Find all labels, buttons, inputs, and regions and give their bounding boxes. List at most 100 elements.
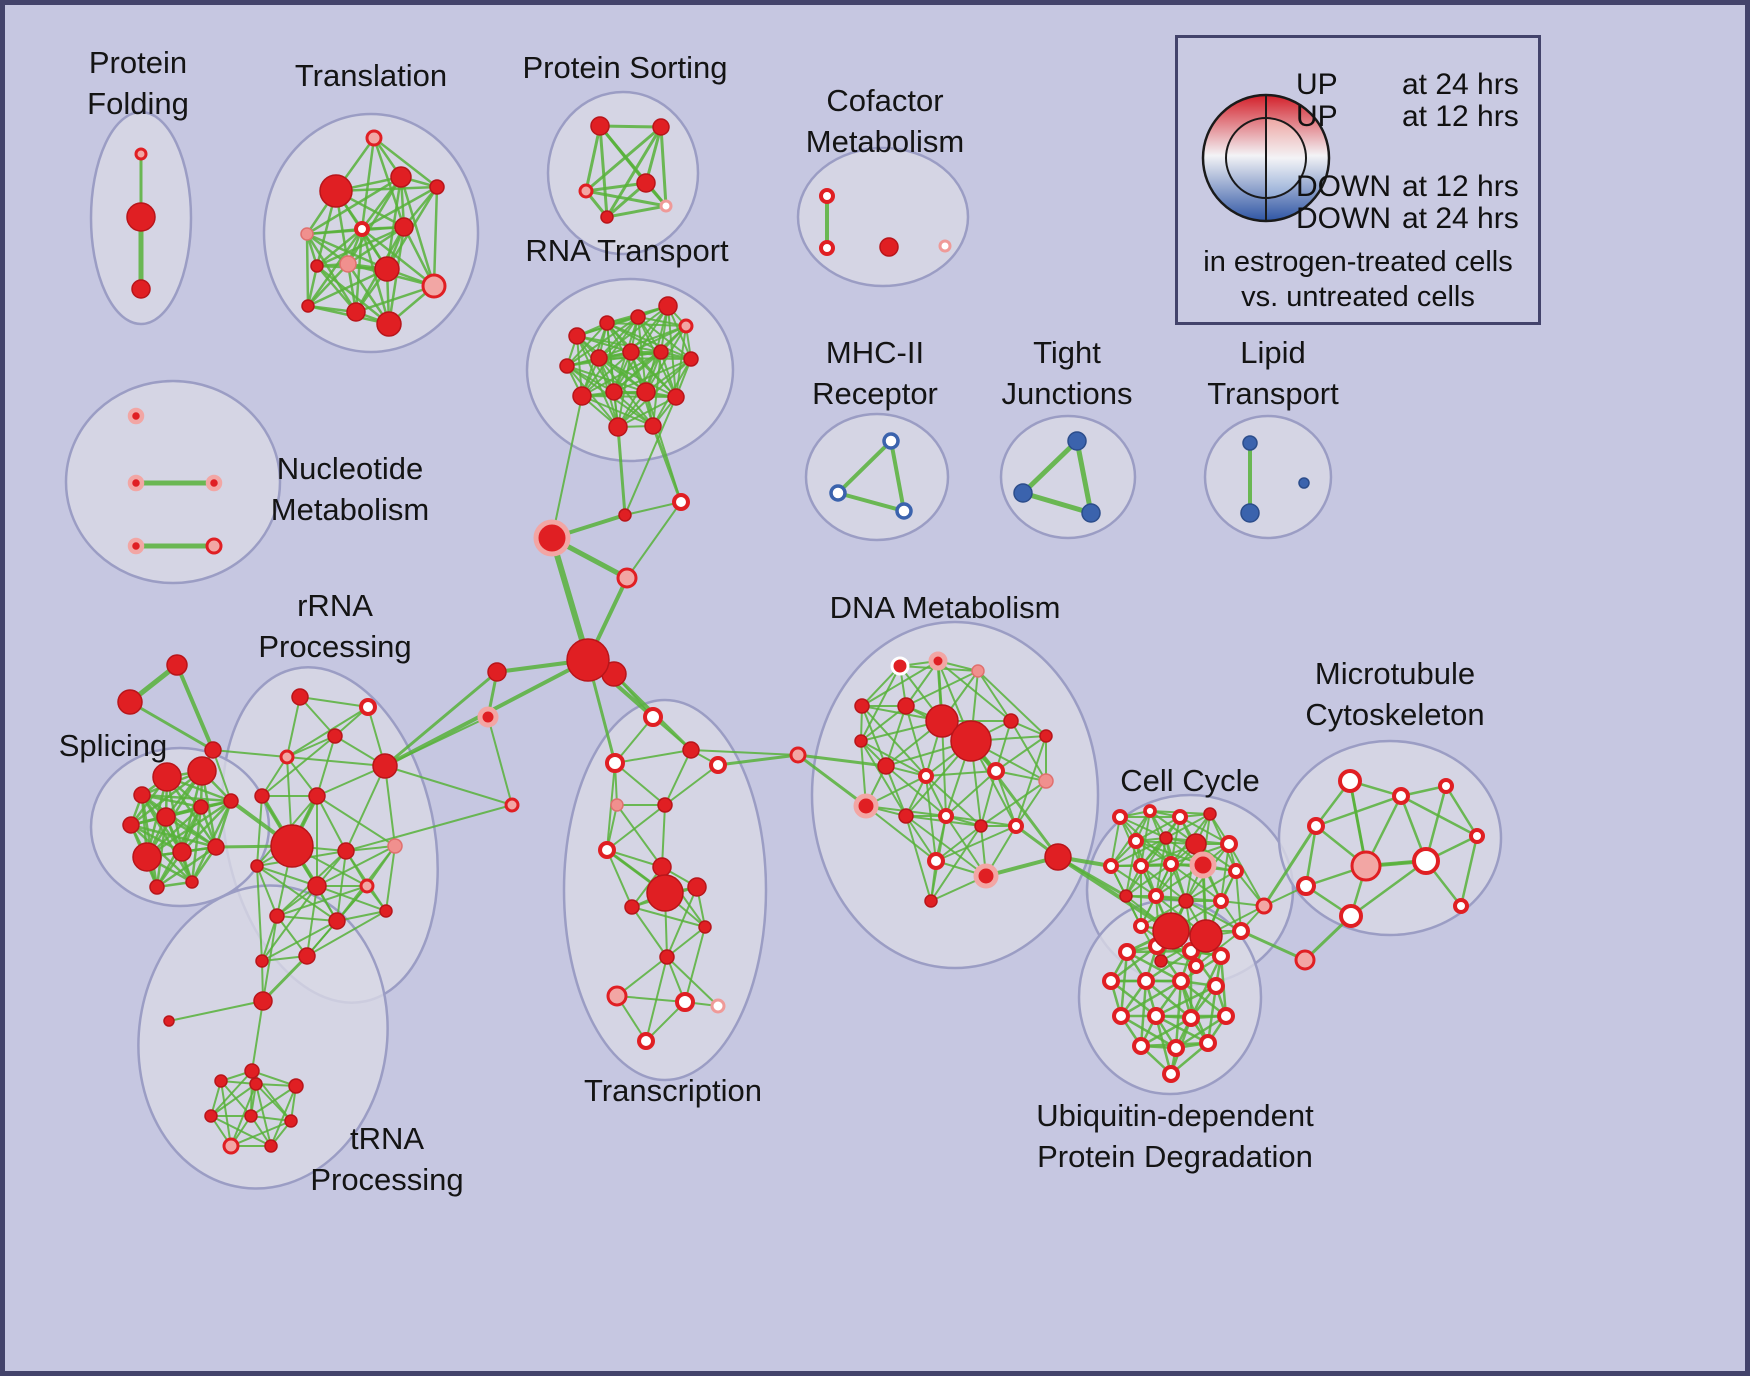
- node-tx4: [709, 756, 727, 774]
- node-tr1: [365, 129, 383, 147]
- network-edge: [345, 804, 513, 852]
- network-edge: [306, 262, 350, 308]
- network-edge: [354, 284, 436, 314]
- network-edge: [684, 926, 706, 1003]
- network-edge: [299, 696, 369, 708]
- node-tn1: [253, 991, 273, 1011]
- node-dm15: [853, 793, 879, 819]
- network-edge: [145, 799, 233, 859]
- legend-entry-up-24: UP at 24 hrs: [1178, 68, 1538, 101]
- node-tx3: [682, 741, 700, 759]
- node-rt1: [568, 327, 586, 345]
- network-edge: [598, 357, 677, 398]
- node-cc9: [1103, 858, 1119, 874]
- cluster-ellipse: [804, 412, 950, 542]
- network-edge: [664, 764, 719, 806]
- network-edge: [1125, 950, 1183, 983]
- network-edge: [155, 845, 218, 889]
- node-nm2: [127, 474, 145, 492]
- node-rr7: [308, 787, 326, 805]
- network-edge: [905, 815, 987, 877]
- node-rt5: [678, 318, 694, 334]
- node-tx17: [637, 1032, 655, 1050]
- network-edge: [631, 906, 706, 928]
- node-dm4: [854, 698, 870, 714]
- cluster-ellipse: [999, 414, 1137, 540]
- node-tj2: [1013, 483, 1033, 503]
- node-sp4: [122, 816, 140, 834]
- network-edge: [581, 395, 677, 398]
- node-dm20: [927, 852, 945, 870]
- network-edge: [220, 1080, 232, 1147]
- network-edge: [1140, 865, 1187, 902]
- network-edge: [168, 1000, 264, 1022]
- network-edge: [129, 769, 204, 827]
- network-edge: [1139, 979, 1148, 1048]
- network-edge: [316, 845, 396, 887]
- node-rr3: [327, 728, 343, 744]
- network-edge: [860, 665, 901, 742]
- network-edge: [624, 396, 677, 516]
- node-dm8: [1003, 713, 1019, 729]
- node-lk3: [1294, 949, 1316, 971]
- node-rt11: [572, 386, 592, 406]
- node-rr10: [387, 838, 403, 854]
- network-edge: [664, 749, 692, 806]
- network-edge: [1119, 979, 1183, 1018]
- network-edge: [383, 670, 499, 768]
- network-edge: [1206, 984, 1218, 1045]
- network-edge: [576, 335, 583, 397]
- network-edge: [860, 740, 927, 777]
- network-edge: [1155, 837, 1167, 897]
- node-cc13: [1228, 863, 1244, 879]
- node-ub16: [1162, 1065, 1180, 1083]
- network-edge: [372, 136, 406, 229]
- network-edge: [613, 351, 662, 393]
- legend-direction-label: DOWN: [1296, 202, 1391, 235]
- node-tx5: [610, 798, 624, 812]
- network-edge: [1444, 784, 1479, 838]
- network-edge: [1119, 950, 1129, 1018]
- network-edge: [212, 749, 232, 802]
- node-ub11: [1182, 1009, 1200, 1027]
- network-edge: [616, 804, 663, 868]
- node-rt14: [667, 388, 685, 406]
- node-tx8: [652, 857, 672, 877]
- node-tr13: [346, 302, 366, 322]
- node-sx2: [117, 689, 143, 715]
- cluster-ellipse: [810, 620, 1100, 970]
- network-edge: [645, 956, 668, 1042]
- node-rr13: [359, 878, 375, 894]
- network-edge: [1056, 855, 1173, 933]
- network-edge: [860, 705, 907, 742]
- node-dm7: [950, 720, 992, 762]
- network-edge: [631, 906, 668, 958]
- node-sp3: [187, 756, 217, 786]
- node-nm1: [127, 407, 145, 425]
- legend-entry-up-12: UP at 12 hrs: [1178, 100, 1538, 133]
- network-edge: [306, 910, 387, 957]
- network-edge: [250, 1085, 297, 1117]
- node-tn9: [284, 1114, 298, 1128]
- node-rt3: [630, 309, 646, 325]
- node-cc10: [1133, 858, 1149, 874]
- network-edge: [937, 660, 1012, 722]
- network-edge: [1015, 735, 1047, 827]
- node-cc24: [1255, 897, 1273, 915]
- network-edge: [616, 995, 686, 1003]
- network-edge: [399, 175, 436, 288]
- network-edge: [1140, 900, 1187, 927]
- node-tn4: [214, 1074, 228, 1088]
- network-edge: [256, 865, 318, 887]
- network-edge: [598, 124, 609, 219]
- legend-caption-line1: in estrogen-treated cells: [1203, 246, 1513, 278]
- node-ps5: [600, 210, 614, 224]
- network-edge: [1135, 816, 1181, 842]
- network-edge: [581, 351, 632, 397]
- node-cc17: [1213, 893, 1229, 909]
- node-tn3: [244, 1063, 260, 1079]
- node-sp9: [172, 842, 192, 862]
